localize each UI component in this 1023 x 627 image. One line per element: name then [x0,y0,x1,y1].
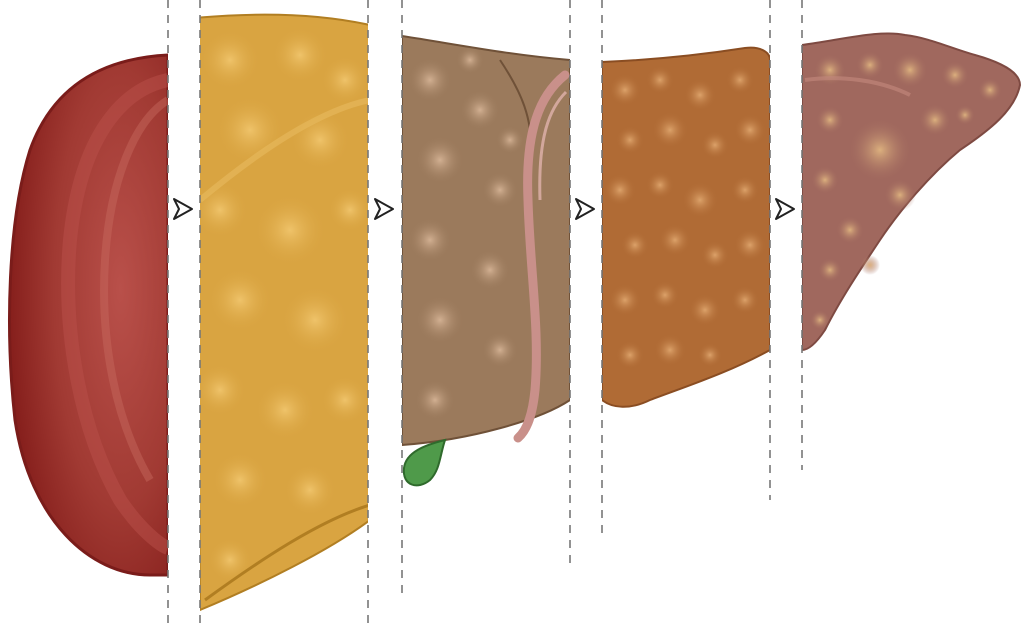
progression-arrow-icon [375,199,393,219]
healthy-liver-segment [10,55,168,575]
fatty-liver-segment [192,15,372,610]
liver-fibrosis-segment [402,36,570,485]
liver-cirrhosis-segment [602,48,770,407]
gallbladder-shape [404,440,445,485]
progression-arrow-icon [776,199,794,219]
progression-arrow-icon [576,199,594,219]
progression-arrow-icon [174,199,192,219]
liver-cancer-segment [802,33,1020,350]
